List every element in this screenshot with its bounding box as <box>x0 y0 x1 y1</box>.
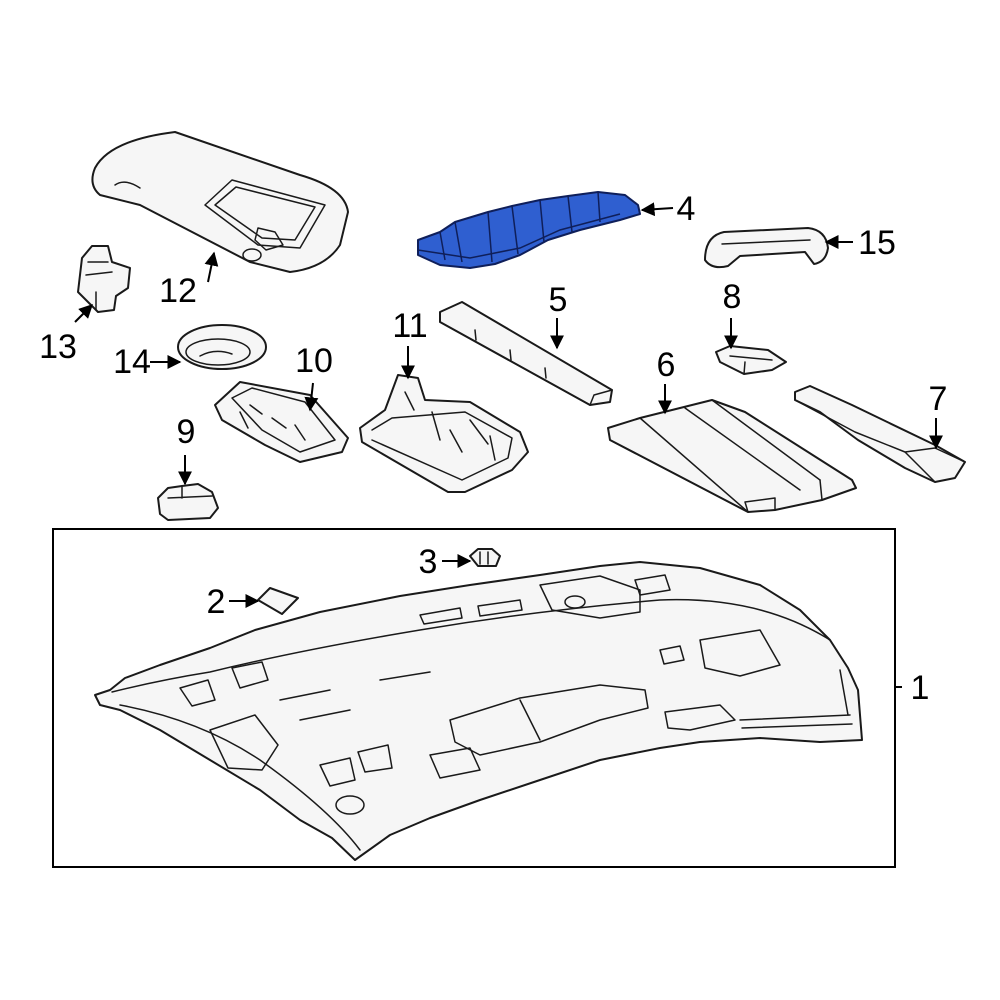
callout-8: 8 <box>723 278 742 316</box>
bracket-part[interactable] <box>715 345 787 375</box>
callout-14: 14 <box>113 343 151 381</box>
leader-lines <box>74 202 943 688</box>
headliner-part[interactable] <box>94 561 863 861</box>
foam-strip-part[interactable] <box>439 301 613 406</box>
small-clip-part[interactable] <box>469 548 501 567</box>
headliner-pad-part[interactable] <box>417 191 641 269</box>
tape-part[interactable] <box>257 587 299 615</box>
insulation-pad-part[interactable] <box>607 399 857 513</box>
callout-15: 15 <box>858 224 896 262</box>
callout-6: 6 <box>657 346 676 384</box>
callout-9: 9 <box>177 413 196 451</box>
callout-3: 3 <box>419 543 438 581</box>
callout-7: 7 <box>929 380 948 418</box>
callout-5: 5 <box>549 281 568 319</box>
callout-10: 10 <box>295 342 333 380</box>
cover-cap-part[interactable] <box>177 324 267 370</box>
callout-1: 1 <box>911 669 930 707</box>
visor-clip-part[interactable] <box>77 245 131 313</box>
map-lamp-part[interactable] <box>214 381 349 463</box>
callout-4: 4 <box>677 190 696 228</box>
callout-12: 12 <box>159 272 197 310</box>
assist-grip-part[interactable] <box>704 227 829 269</box>
dome-lamp-part[interactable] <box>359 374 529 493</box>
callout-11: 11 <box>392 307 427 345</box>
callout-labels: 12 13 14 10 9 11 4 15 5 8 6 7 2 3 1 <box>39 190 947 707</box>
headliner-group-frame <box>52 528 896 868</box>
connector-clip-part[interactable] <box>157 483 219 521</box>
callout-2: 2 <box>207 583 226 621</box>
callout-13: 13 <box>39 328 77 366</box>
sun-visor-part[interactable] <box>91 131 349 273</box>
